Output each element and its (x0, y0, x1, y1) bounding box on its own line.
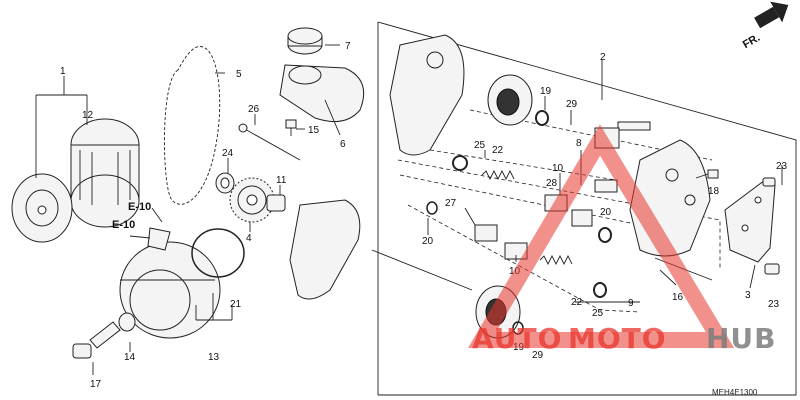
ref-e10-lower: E-10 (112, 219, 135, 231)
gasket (724, 179, 776, 263)
callout-6: 6 (340, 139, 346, 150)
callout-25-bottom: 25 (592, 308, 604, 319)
callout-9: 9 (628, 298, 634, 309)
sprocket (229, 177, 275, 223)
callout-20-right: 20 (600, 207, 612, 218)
pump-body-left (289, 34, 465, 300)
callout-22-top: 22 (492, 145, 504, 156)
diagram-code: MEH4E1300 (712, 388, 758, 397)
oil-filter (70, 118, 140, 228)
callout-22-bottom: 22 (571, 297, 583, 308)
callout-17: 17 (90, 379, 102, 390)
front-arrow-icon (754, 1, 789, 29)
callout-13: 13 (208, 352, 220, 363)
callout-25-top: 25 (474, 140, 486, 151)
cooler-housing (119, 227, 221, 339)
callout-4: 4 (246, 233, 252, 244)
ref-e10-upper: E-10 (128, 201, 151, 213)
strainer (279, 64, 365, 123)
bolt-26 (238, 123, 301, 161)
filter-cap (11, 173, 73, 243)
callout-8: 8 (576, 138, 582, 149)
callout-18: 18 (708, 186, 720, 197)
front-label: FR. (741, 32, 762, 51)
callout-28: 28 (546, 178, 558, 189)
callout-21: 21 (230, 299, 242, 310)
ref-labels: E-10 E-10 (112, 201, 163, 239)
callout-26: 26 (248, 104, 260, 115)
callout-12: 12 (82, 110, 94, 121)
callout-2: 2 (600, 52, 606, 63)
rotor-upper (487, 74, 533, 126)
dowels-23 (762, 177, 780, 275)
washer (215, 172, 235, 194)
bolt-15 (285, 119, 297, 136)
seal-7 (287, 27, 323, 55)
callout-labels: 1 12 5 7 6 2 19 29 26 15 24 4 11 25 22 8… (60, 41, 788, 390)
watermark: AUTO MOTO HUB (467, 124, 777, 355)
bolt-18 (695, 169, 719, 179)
callout-3: 3 (745, 290, 751, 301)
callout-29-top: 29 (566, 99, 578, 110)
o-ring-21 (191, 228, 245, 278)
callout-27: 27 (445, 198, 457, 209)
springs (481, 169, 573, 266)
callout-11: 11 (276, 175, 287, 186)
watermark-text-auto: AUTO (472, 322, 562, 355)
callout-5: 5 (236, 69, 242, 80)
drive-chain (163, 46, 221, 205)
callout-23-top: 23 (776, 161, 788, 172)
callout-29-bottom: 29 (532, 350, 544, 361)
callout-16: 16 (672, 292, 684, 303)
callout-7: 7 (345, 41, 351, 52)
watermark-text-moto: MOTO (568, 322, 667, 355)
callout-19-top: 19 (540, 86, 552, 97)
watermark-triangle (467, 124, 735, 348)
pump-shaft (371, 249, 473, 291)
o-rings-small (426, 110, 612, 335)
callout-24: 24 (222, 148, 234, 159)
callout-14: 14 (124, 352, 136, 363)
callout-1: 1 (60, 66, 66, 77)
callout-15: 15 (308, 125, 320, 136)
watermark-text-hub: HUB (706, 322, 777, 355)
union-bolt (72, 312, 136, 359)
callout-20-left: 20 (422, 236, 434, 247)
leader-lines (35, 44, 783, 375)
callout-10-top: 10 (552, 163, 564, 174)
callout-23-bottom: 23 (768, 299, 780, 310)
collar (266, 194, 286, 212)
